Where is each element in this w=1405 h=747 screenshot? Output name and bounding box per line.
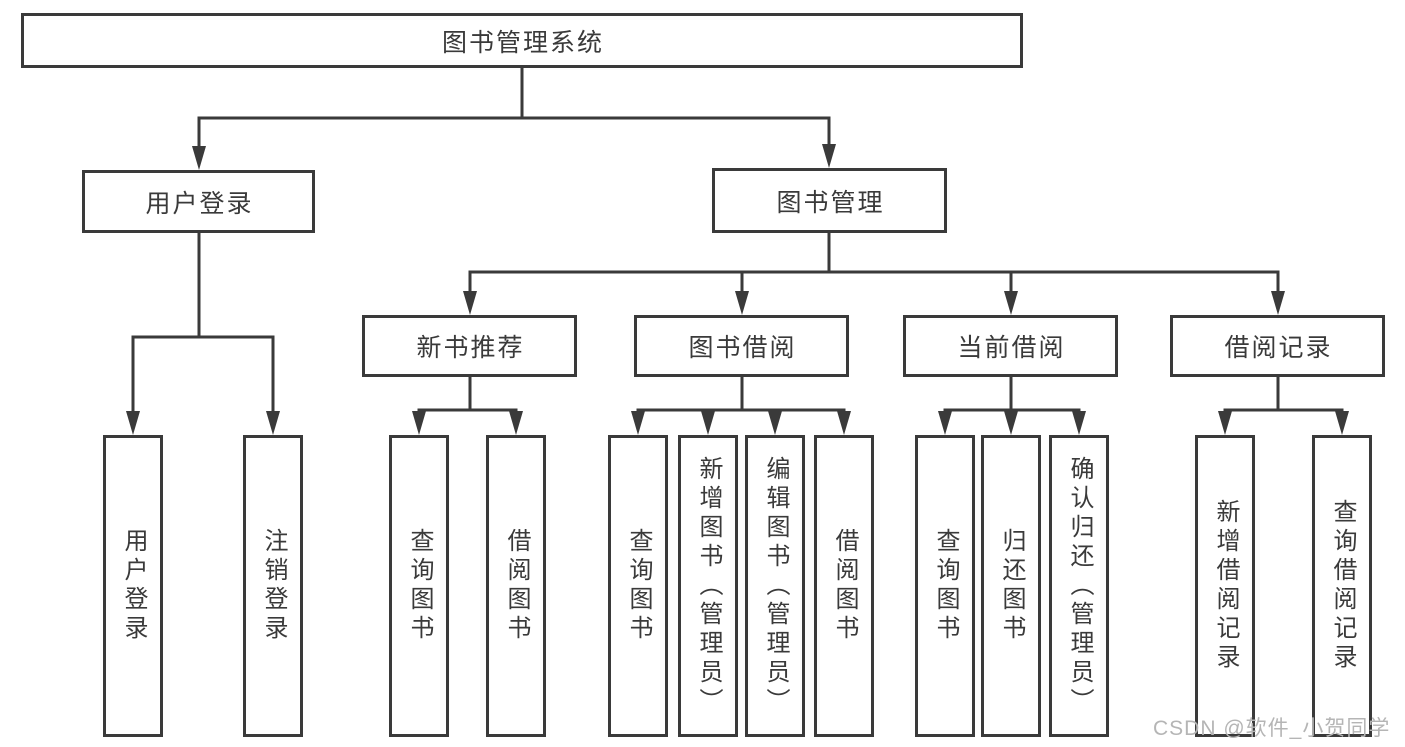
arrow-down-icon (1335, 411, 1349, 435)
arrow-down-icon (1004, 291, 1018, 315)
connector-book-management-to-modules (463, 233, 1285, 315)
arrow-down-icon (822, 144, 836, 168)
arrow-down-icon (1072, 411, 1086, 435)
arrow-down-icon (768, 411, 782, 435)
leaf-cb-query-books: 查询图书 (915, 435, 975, 737)
connector-borrowing-records-to-leaves (1218, 377, 1349, 435)
arrow-down-icon (1271, 291, 1285, 315)
arrow-down-icon (837, 411, 851, 435)
arrow-down-icon (938, 411, 952, 435)
leaf-nbr-borrow-books: 借阅图书 (486, 435, 546, 737)
arrow-down-icon (701, 411, 715, 435)
watermark: CSDN @软件_小贺同学 (1153, 717, 1391, 740)
connector-book-borrowing-to-leaves (631, 377, 851, 435)
arrow-down-icon (509, 411, 523, 435)
node-user-login: 用户登录 (82, 170, 315, 233)
leaf-bb-query-books: 查询图书 (608, 435, 668, 737)
arrow-down-icon (735, 291, 749, 315)
node-current-borrowing: 当前借阅 (903, 315, 1118, 377)
leaf-bb-add-book-admin: 新增图书（管理员） (678, 435, 738, 737)
node-borrowing-records: 借阅记录 (1170, 315, 1385, 377)
leaf-bb-borrow-books: 借阅图书 (814, 435, 874, 737)
arrow-down-icon (412, 411, 426, 435)
arrow-down-icon (1218, 411, 1232, 435)
leaf-bb-edit-book-admin: 编辑图书（管理员） (745, 435, 805, 737)
leaf-logout-login: 注销登录 (243, 435, 303, 737)
arrow-down-icon (266, 411, 280, 435)
connector-user-login-to-leaves (126, 233, 280, 435)
leaf-br-add-borrow-record: 新增借阅记录 (1195, 435, 1255, 737)
connector-new-book-recommendation-to-leaves (412, 377, 523, 435)
leaf-cb-return-books: 归还图书 (981, 435, 1041, 737)
node-library-management-system: 图书管理系统 (21, 13, 1023, 68)
arrow-down-icon (463, 291, 477, 315)
arrow-down-icon (1004, 411, 1018, 435)
arrow-down-icon (631, 411, 645, 435)
arrow-down-icon (192, 146, 206, 170)
node-book-management: 图书管理 (712, 168, 947, 233)
connector-root-to-level2 (192, 68, 836, 170)
leaf-nbr-query-books: 查询图书 (389, 435, 449, 737)
node-new-book-recommendation: 新书推荐 (362, 315, 577, 377)
leaf-br-query-borrow-record: 查询借阅记录 (1312, 435, 1372, 737)
leaf-cb-confirm-return-admin: 确认归还（管理员） (1049, 435, 1109, 737)
leaf-user-login: 用户登录 (103, 435, 163, 737)
arrow-down-icon (126, 411, 140, 435)
connector-current-borrowing-to-leaves (938, 377, 1086, 435)
node-book-borrowing: 图书借阅 (634, 315, 849, 377)
